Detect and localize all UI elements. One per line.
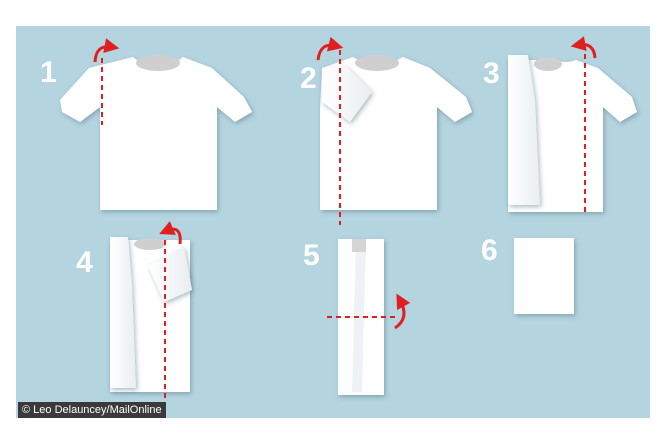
step-2-neck (355, 55, 399, 71)
step-number-4: 4 (76, 246, 93, 279)
step-4-folded-panel (110, 237, 136, 388)
step-number-1: 1 (40, 56, 57, 89)
step-1-fold-arrow-icon (93, 38, 120, 63)
step-1-neck (136, 55, 180, 71)
step-3-neck (534, 57, 562, 71)
step-5-strip-fold (352, 239, 366, 392)
step-number-2: 2 (300, 62, 317, 95)
step-2-fold-arrow-icon (316, 36, 344, 61)
step-6-folded-shirt (514, 238, 574, 314)
step-5-fold-arrow-icon (394, 293, 411, 330)
step-4-neck (134, 238, 166, 250)
step-number-3: 3 (483, 57, 500, 90)
step-3-shirt (508, 60, 637, 212)
step-2-folded-sleeve (322, 66, 372, 122)
step-1-shirt (60, 57, 252, 210)
step-5-collar (352, 239, 366, 252)
step-4-fold-arrow-icon (159, 221, 182, 245)
step-number-6: 6 (481, 234, 498, 267)
step-3-fold-arrow-icon (570, 36, 597, 59)
image-credit: © Leo Delauncey/MailOnline (18, 402, 166, 418)
step-number-5: 5 (303, 239, 320, 272)
step-4-folded-sleeve (148, 246, 192, 302)
step-3-folded-panel (508, 55, 540, 205)
